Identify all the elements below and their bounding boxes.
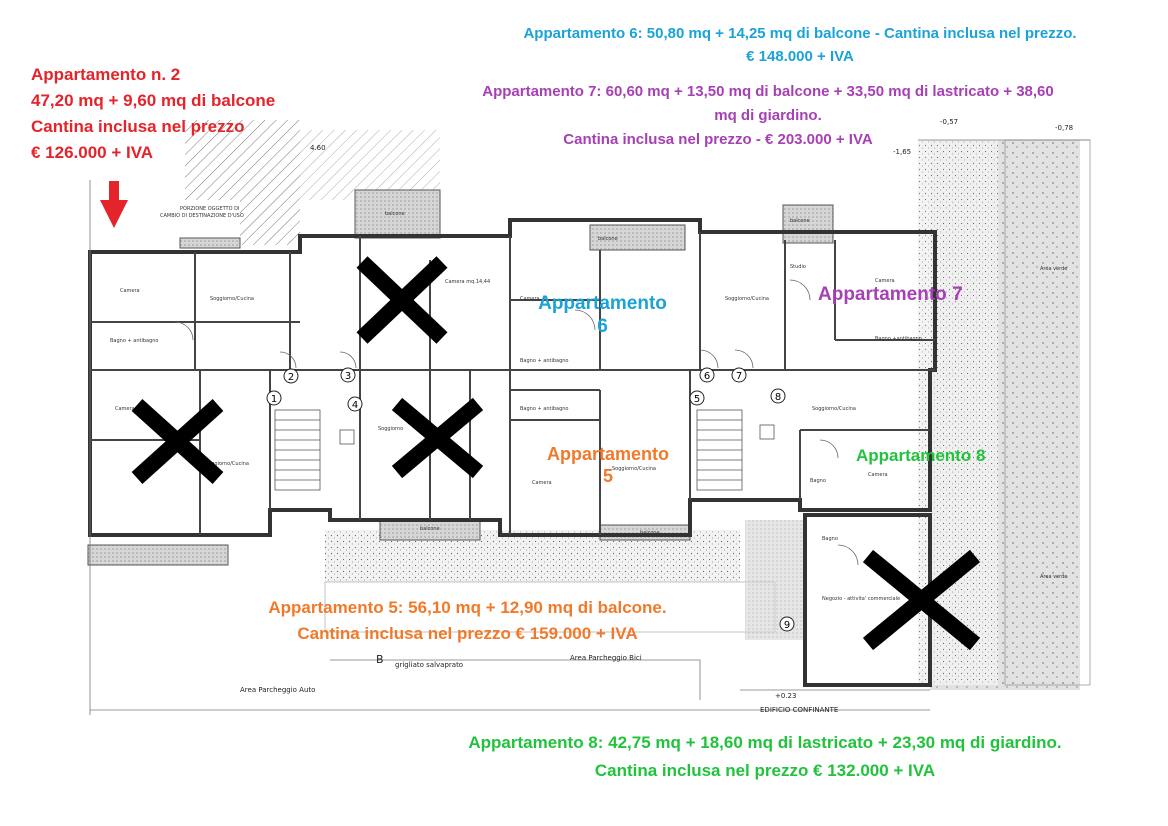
room-camera-5: Camera xyxy=(532,480,552,486)
svg-text:5: 5 xyxy=(694,394,700,405)
svg-text:6: 6 xyxy=(704,371,710,382)
apt2-line-1: Appartamento n. 2 xyxy=(31,65,181,84)
level-minus-057: -0,57 xyxy=(940,118,958,126)
room-negozio: Negozio - attivita' commerciale xyxy=(822,596,900,602)
apt7-line-3: Cantina inclusa nel prezzo - € 203.000 +… xyxy=(563,131,873,148)
plan-label-apt6: Appartamento 6 xyxy=(515,293,690,339)
svg-text:4: 4 xyxy=(352,400,358,411)
sold-x-marks xyxy=(131,256,981,651)
room-camera-c: Camera mq.14,44 xyxy=(445,279,490,285)
room-soggiorno-7: Soggiorno/Cucina xyxy=(725,296,769,302)
red-arrow-icon xyxy=(100,181,128,228)
room-camera-6: Camera xyxy=(520,296,540,302)
room-soggiorno-5: Soggiorno/Cucina xyxy=(612,466,656,472)
plan-label-apt7: Appartamento 7 xyxy=(818,284,963,305)
room-balcone-3: balcone xyxy=(790,218,810,224)
room-soggiorno-a: Soggiorno/Cucina xyxy=(210,296,254,302)
apt2-line-3: Cantina inclusa nel prezzo xyxy=(31,117,245,136)
apt7-annotation: Appartamento 7: 60,60 mq + 13,50 mq di b… xyxy=(418,80,1118,152)
room-bagno-5: Bagno + antibagno xyxy=(520,406,569,412)
balconies xyxy=(87,189,834,566)
room-balcone-5: balcone xyxy=(640,530,660,536)
room-soggiorno-8: Soggiorno/Cucina xyxy=(812,406,856,412)
x-mark-icon xyxy=(356,256,448,344)
plan-label-apt5-line1: Appartamento xyxy=(546,444,669,464)
apt5-line-2: Cantina inclusa nel prezzo € 159.000 + I… xyxy=(297,624,638,643)
hatched-area xyxy=(185,120,440,245)
plan-label-apt6-line1: Appartamento xyxy=(538,293,667,314)
building-walls xyxy=(88,218,937,537)
room-bagno-7: Bagno +antibagno xyxy=(875,336,922,342)
door-swings xyxy=(174,279,859,566)
level-minus-078: -0,78 xyxy=(1055,124,1073,132)
area-verde-label-2: Area verde xyxy=(1040,574,1067,580)
apt8-line-1: Appartamento 8: 42,75 mq + 18,60 mq di l… xyxy=(468,733,1062,752)
x-mark-icon xyxy=(131,399,224,484)
plan-label-apt6-line2: 6 xyxy=(597,315,608,337)
apt5-annotation: Appartamento 5: 56,10 mq + 12,90 mq di b… xyxy=(205,595,730,647)
apt6-line-1: Appartamento 6: 50,80 mq + 14,25 mq di b… xyxy=(523,25,1077,42)
svg-text:2: 2 xyxy=(288,372,294,383)
apt8-line-2: Cantina inclusa nel prezzo € 132.000 + I… xyxy=(594,761,936,780)
room-soggiorno-b: Soggiorno/Cucina xyxy=(205,461,249,467)
numbered-markers: 1 2 3 4 5 6 7 8 9 xyxy=(266,367,795,632)
level-minus-165: -1,65 xyxy=(893,148,911,156)
portion-note-1: PORZIONE OGGETTO DI xyxy=(180,206,239,212)
room-bagno-shop: Bagno xyxy=(822,536,838,542)
room-camera-8: Camera xyxy=(868,472,888,478)
svg-text:7: 7 xyxy=(736,371,742,382)
area-parcheggio-bici: Area Parcheggio Bici xyxy=(570,654,642,662)
room-balcone-1: balcone xyxy=(385,211,405,217)
x-mark-icon xyxy=(391,397,484,479)
edificio-confinante: EDIFICIO CONFINANTE xyxy=(760,706,838,714)
level-plus-023: +0.23 xyxy=(775,692,796,700)
svg-text:8: 8 xyxy=(775,392,781,403)
section-letter: B xyxy=(376,653,384,666)
plan-label-apt8: Appartamento 8 xyxy=(856,446,986,465)
stairs xyxy=(274,409,775,491)
apt7-line-2: mq di giardino. xyxy=(714,107,822,124)
room-camera-a: Camera xyxy=(120,288,140,294)
plan-label-apt5: Appartamento 5 xyxy=(528,444,688,487)
apt6-line-2: € 148.000 + IVA xyxy=(746,48,854,65)
svg-text:9: 9 xyxy=(784,620,790,631)
room-bagno-6: Bagno + antibagno xyxy=(520,358,569,364)
apt7-line-1: Appartamento 7: 60,60 mq + 13,50 mq di b… xyxy=(482,83,1054,100)
site-lines xyxy=(89,139,1090,715)
apt2-annotation: Appartamento n. 2 47,20 mq + 9,60 mq di … xyxy=(31,62,275,166)
room-studio-7: Studio xyxy=(790,264,806,270)
x-mark-icon xyxy=(862,549,981,651)
room-bagno-8: Bagno xyxy=(810,478,826,484)
room-soggiorno-c: Soggiorno xyxy=(378,426,403,432)
room-bagno-a: Bagno + antibagno xyxy=(110,338,159,344)
area-parcheggio-auto: Area Parcheggio Auto xyxy=(240,686,315,694)
internal-walls xyxy=(90,232,935,535)
area-verde-label-1: Area verde xyxy=(1040,266,1067,272)
level-460: 4.60 xyxy=(310,144,326,152)
apt2-line-4: € 126.000 + IVA xyxy=(31,143,154,162)
grigliato-label: grigliato salvaprato xyxy=(395,661,463,669)
apt6-annotation: Appartamento 6: 50,80 mq + 14,25 mq di b… xyxy=(455,22,1145,68)
apt5-line-1: Appartamento 5: 56,10 mq + 12,90 mq di b… xyxy=(268,598,667,617)
plan-label-apt5-line2: 5 xyxy=(602,465,613,486)
room-camera-b: Camera xyxy=(115,406,135,412)
shop-walls xyxy=(803,513,932,687)
room-balcone-4: balcone xyxy=(420,526,440,532)
apt8-annotation: Appartamento 8: 42,75 mq + 18,60 mq di l… xyxy=(380,729,1150,785)
portion-note-2: CAMBIO DI DESTINAZIONE D'USO xyxy=(160,213,244,219)
svg-text:3: 3 xyxy=(345,371,351,382)
apt2-line-2: 47,20 mq + 9,60 mq di balcone xyxy=(31,91,276,110)
room-camera-7: Camera xyxy=(875,278,895,284)
svg-text:1: 1 xyxy=(271,394,277,405)
room-balcone-2: balcone xyxy=(598,236,618,242)
